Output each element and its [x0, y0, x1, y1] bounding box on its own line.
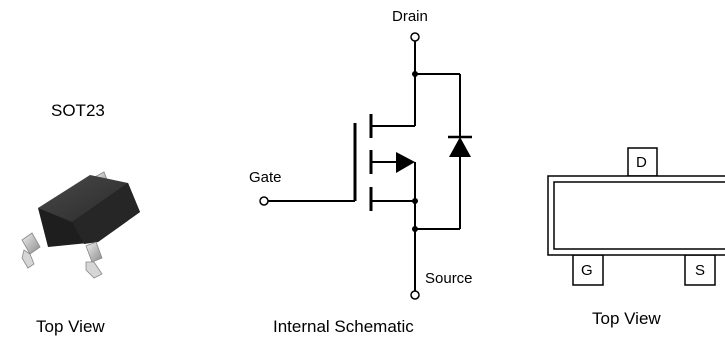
source-terminal	[410, 290, 420, 300]
drain-label: Drain	[392, 8, 428, 25]
body-arrow-icon	[396, 152, 415, 173]
package-body-top	[38, 175, 128, 222]
drain-terminal	[410, 32, 420, 42]
schematic-caption: Internal Schematic	[273, 317, 414, 336]
package-view-caption: Top View	[36, 317, 105, 336]
package-lead-right	[85, 241, 103, 279]
pinout-diagram	[547, 147, 725, 286]
gate-label: Gate	[249, 169, 282, 186]
pin-d-label: D	[636, 154, 647, 171]
gate-terminal	[259, 196, 269, 206]
pin-s-box	[684, 254, 716, 286]
body-diode-icon	[449, 137, 471, 157]
source-label: Source	[425, 270, 473, 287]
package-outline-outer	[547, 175, 725, 256]
package-lead-left	[21, 232, 41, 269]
package-outline-inner	[553, 181, 725, 250]
sot23-package-illustration	[21, 171, 140, 279]
mosfet-schematic	[259, 32, 472, 300]
pin-g-box	[572, 254, 604, 286]
package-name-label: SOT23	[51, 101, 105, 120]
pin-d-box	[627, 147, 658, 177]
pin-s-label: S	[695, 262, 706, 279]
pinout-caption: Top View	[592, 309, 661, 328]
pin-g-label: G	[581, 262, 593, 279]
